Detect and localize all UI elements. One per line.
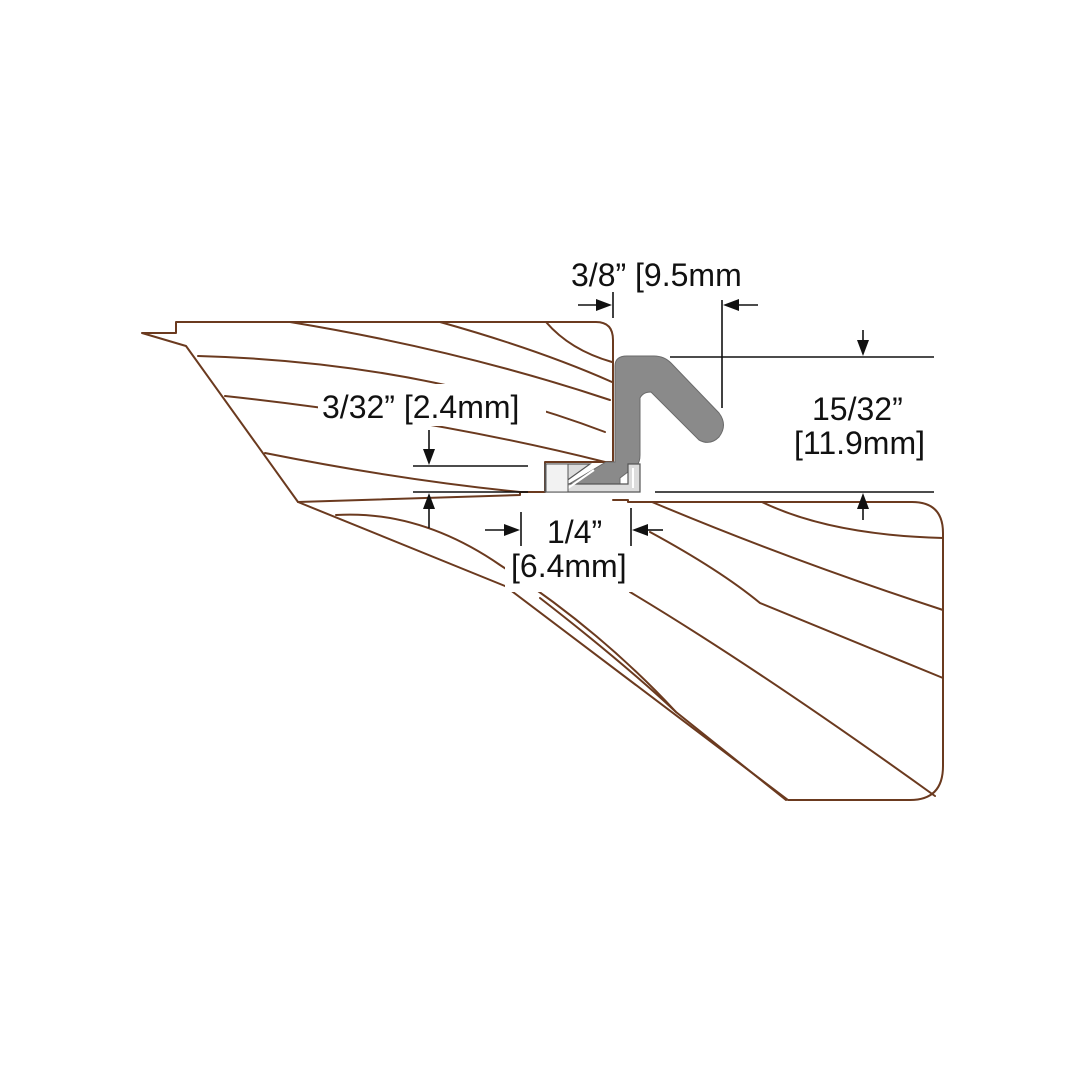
seal-profile xyxy=(544,355,724,493)
seal-insert-end xyxy=(545,463,569,493)
arrowhead xyxy=(596,299,612,311)
lower-wood-board-outline xyxy=(297,499,944,801)
arrowhead xyxy=(423,493,435,509)
lower-wood-board xyxy=(297,499,944,801)
arrowhead xyxy=(423,449,435,465)
seal-insert-highlight xyxy=(567,468,634,489)
lower-wood-grain-5 xyxy=(651,501,944,611)
gap-depth-label: 3/32” [2.4mm] xyxy=(322,389,519,425)
seal-profile-shape xyxy=(563,355,724,491)
seal-width-label: 3/8” [9.5mm xyxy=(571,257,742,293)
label-mask-gap xyxy=(318,384,546,426)
flange-width-label-mm: [6.4mm] xyxy=(511,548,627,584)
lower-wood-grain-2 xyxy=(539,597,787,801)
upper-wood-grain-2 xyxy=(439,321,613,383)
lower-wood-grain-4 xyxy=(649,531,944,679)
lower-wood-grain-3 xyxy=(629,591,936,797)
overall-height-label-mm: [11.9mm] xyxy=(794,425,925,461)
overall-height-label-in: 15/32” xyxy=(812,391,903,427)
label-mask-flange xyxy=(505,512,645,592)
upper-wood-board-outline xyxy=(141,321,614,503)
flange-width-label-in: 1/4” xyxy=(547,514,602,550)
seal-insert xyxy=(544,463,641,493)
lower-wood-grain-1 xyxy=(335,513,677,713)
upper-wood-grain-4 xyxy=(197,355,606,433)
upper-wood-grain-1 xyxy=(289,321,611,401)
upper-wood-grain-6 xyxy=(264,452,521,493)
dimension-seal-width: 3/8” [9.5mm xyxy=(571,257,758,408)
arrowhead xyxy=(857,493,869,509)
lower-wood-grain-6 xyxy=(761,501,944,539)
arrowhead xyxy=(632,524,648,536)
arrowhead xyxy=(504,524,520,536)
arrowhead xyxy=(857,340,869,356)
upper-wood-grain-3 xyxy=(545,321,613,363)
dimension-flange-width: 1/4” [6.4mm] xyxy=(485,508,663,584)
dimension-gap-depth: 3/32” [2.4mm] xyxy=(322,389,528,528)
arrowhead xyxy=(723,299,739,311)
dimension-overall-height: 15/32” [11.9mm] xyxy=(655,330,934,520)
